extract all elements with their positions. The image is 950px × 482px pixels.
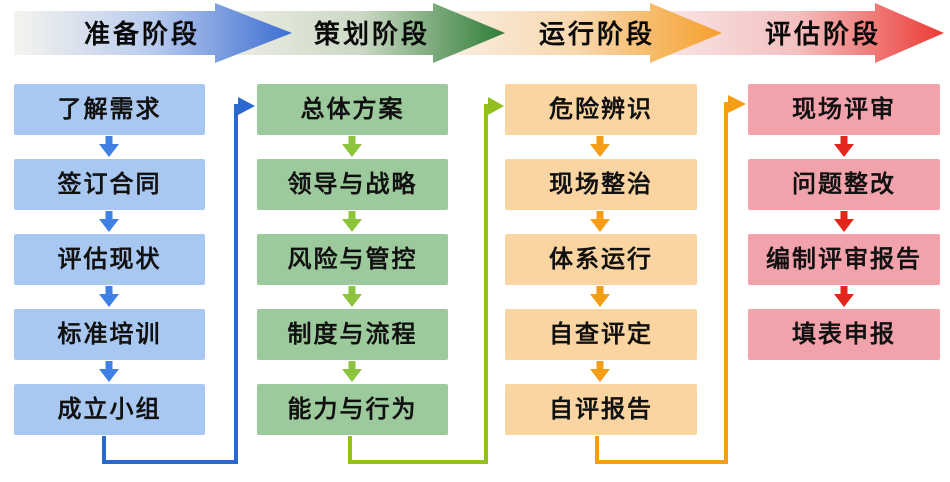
stage4-step-box: 问题整改 <box>748 159 940 210</box>
stage1-step-box: 标准培训 <box>14 309 205 360</box>
down-arrow-icon <box>99 211 119 232</box>
down-arrow-icon <box>590 211 610 232</box>
stage3-step-box: 体系运行 <box>505 234 697 285</box>
stage2-to-stage3-arrowhead-icon <box>488 97 504 115</box>
down-arrow-icon <box>834 211 854 232</box>
down-arrow-icon <box>342 136 362 157</box>
stage1-step-box: 了解需求 <box>14 84 205 135</box>
stage1-to-stage2-arrowhead-icon <box>238 97 255 115</box>
stage4-step-box: 编制评审报告 <box>748 234 940 285</box>
down-arrow-icon <box>590 136 610 157</box>
stage2-header-arrow <box>215 3 505 63</box>
stage3-step-box: 现场整治 <box>505 159 697 210</box>
stage3-to-stage4-arrowhead-icon <box>728 95 746 113</box>
down-arrow-icon <box>834 286 854 307</box>
down-arrow-icon <box>342 286 362 307</box>
down-arrow-icon <box>590 361 610 382</box>
stage1-header-label: 准备阶段 <box>83 20 200 50</box>
stage3-step-box: 危险辨识 <box>505 84 697 135</box>
stage1-step-box: 成立小组 <box>14 384 205 435</box>
stage2-step-box: 制度与流程 <box>257 309 448 360</box>
stage3-header-label: 运行阶段 <box>538 20 655 50</box>
stage2-step-box: 总体方案 <box>257 84 448 135</box>
stage2-step-box: 能力与行为 <box>257 384 448 435</box>
stage1-header-arrow <box>14 3 292 63</box>
stage4-header-arrow <box>650 3 944 63</box>
stage2-step-box: 风险与管控 <box>257 234 448 285</box>
stage1-step-box: 签订合同 <box>14 159 205 210</box>
stage-header-arrows <box>14 3 944 63</box>
down-arrow-icon <box>342 361 362 382</box>
stage4-step-box: 现场评审 <box>748 84 940 135</box>
down-arrow-icon <box>834 136 854 157</box>
down-arrow-icon <box>590 286 610 307</box>
stage1-step-box: 评估现状 <box>14 234 205 285</box>
stage4-step-box: 填表申报 <box>748 309 940 360</box>
down-arrow-icon <box>99 286 119 307</box>
down-arrow-icon <box>99 361 119 382</box>
down-arrow-icon <box>99 136 119 157</box>
stage2-header-label: 策划阶段 <box>313 20 430 50</box>
stage3-header-arrow <box>433 3 722 63</box>
stage4-header-label: 评估阶段 <box>764 20 881 50</box>
stage3-step-box: 自查评定 <box>505 309 697 360</box>
down-arrow-icon <box>342 211 362 232</box>
stage3-step-box: 自评报告 <box>505 384 697 435</box>
stage2-step-box: 领导与战略 <box>257 159 448 210</box>
